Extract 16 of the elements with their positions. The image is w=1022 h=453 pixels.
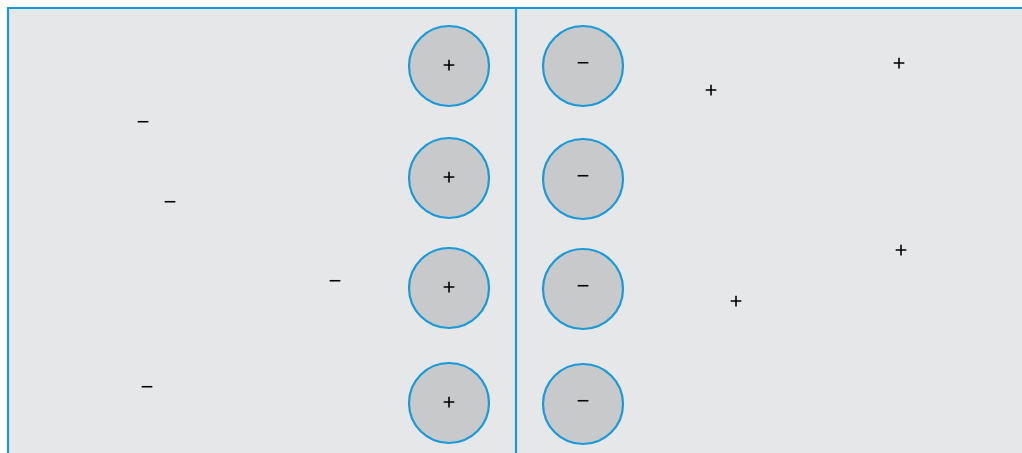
charged-particle: +	[407, 246, 491, 330]
charged-particle: −	[541, 137, 625, 221]
charge-sign: +	[730, 295, 742, 307]
charge-sign: +	[705, 84, 717, 96]
charged-particle: −	[541, 24, 625, 108]
charged-particle: −	[541, 247, 625, 331]
charge-sign: −	[137, 120, 149, 123]
charged-particle: +	[407, 136, 491, 220]
charged-particle: −	[541, 362, 625, 446]
charge-sign: +	[893, 57, 905, 69]
charged-particle: +	[407, 361, 491, 445]
charge-sign: −	[164, 200, 176, 203]
charge-sign: +	[895, 244, 907, 256]
charged-particle: +	[407, 24, 491, 108]
charge-sign: −	[141, 385, 153, 388]
charge-sign: −	[329, 279, 341, 282]
